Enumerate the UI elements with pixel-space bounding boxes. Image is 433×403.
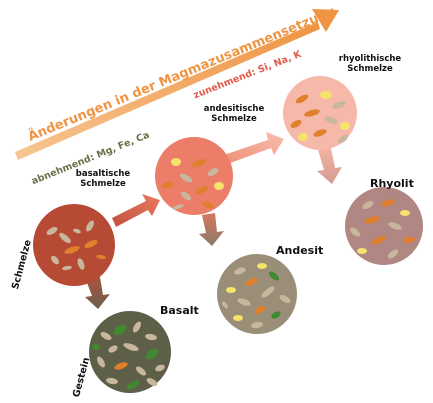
rhyolit-rock-circle [345,187,423,265]
rhyolitic-melt-label: rhyolithische Schmelze [338,54,402,74]
arrow-andesitic-to-andesit [199,213,224,246]
basalt-label: Basalt [160,304,199,317]
andesit-rock-circle [217,254,297,334]
arrow-rhyolitic-to-rhyolit [317,148,342,184]
basalt-rock-circle [89,311,171,393]
trend-arrow [15,9,339,160]
andesitic-melt-label: andesitische Schmelze [203,104,265,124]
rhyolit-label: Rhyolit [370,177,414,190]
basaltic-melt-label: basaltische Schmelze [75,169,131,189]
basaltic-melt-circle [33,204,115,286]
arrow-basaltic-to-andesitic [112,194,160,227]
arrow-andesitic-to-rhyolitic [218,132,284,166]
arrow-basaltic-to-basalt [85,277,110,309]
rhyolitic-melt-circle [283,76,357,150]
andesitic-melt-circle [155,137,233,215]
andesit-label: Andesit [276,244,324,257]
